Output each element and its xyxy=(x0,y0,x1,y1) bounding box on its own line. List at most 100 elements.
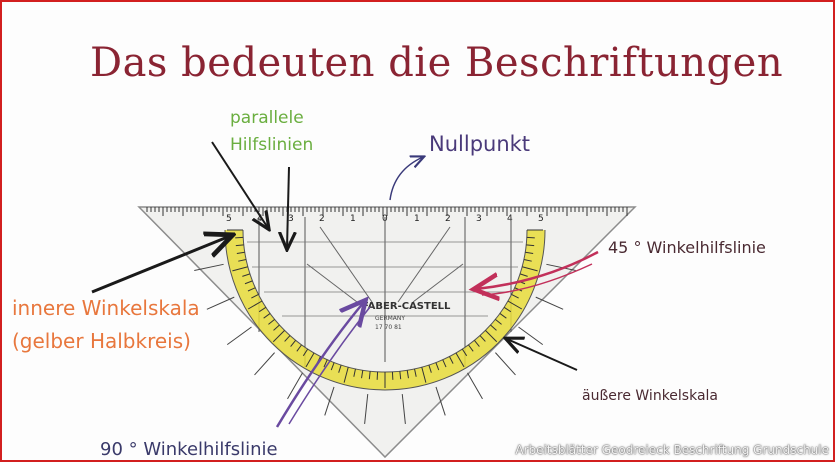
ruler-number: 4 xyxy=(507,214,513,224)
label-aeussere-winkelskala: äußere Winkelskala xyxy=(582,388,719,404)
ruler-number: 2 xyxy=(319,214,325,224)
arrow-parallel-1 xyxy=(211,141,268,228)
label-parallele-line2: Hilfslinien xyxy=(230,135,314,155)
arc-tick xyxy=(473,340,480,347)
arc-tick xyxy=(461,348,468,357)
arrow-innere xyxy=(91,236,230,294)
ruler-number: 5 xyxy=(538,214,544,224)
label-innere-winkelskala: innere Winkelskala (gelber Halbkreis) xyxy=(12,292,200,358)
arc-tick xyxy=(485,330,498,343)
outer-tick xyxy=(546,263,576,272)
label-90-winkelhilfslinie: 90 ° Winkelhilfslinie xyxy=(100,439,278,460)
arc-tick xyxy=(522,266,538,272)
arc-tick xyxy=(523,259,532,262)
arc-tick xyxy=(353,368,356,377)
ruler-number: 3 xyxy=(476,214,482,224)
arrow-90-b xyxy=(288,306,371,425)
arc-tick xyxy=(338,364,342,373)
arrow-aeussere xyxy=(507,339,578,371)
arc-tick xyxy=(268,318,275,325)
label-parallele-line1: parallele xyxy=(230,108,304,128)
arc-tick xyxy=(503,306,512,313)
page-title: Das bedeuten die Beschriftungen xyxy=(90,40,784,86)
arrow-45 xyxy=(476,250,599,289)
geodreieck-body xyxy=(137,206,637,459)
inner-angle-scale-edge-outer xyxy=(224,229,546,391)
arc-tick xyxy=(302,348,309,357)
model-text: 17 70 81 xyxy=(375,324,402,331)
arc-tick xyxy=(406,370,409,379)
arc-tick xyxy=(242,273,251,277)
outer-scale-ticks xyxy=(194,263,576,424)
arc-tick xyxy=(519,273,528,277)
arc-tick xyxy=(490,324,497,331)
arc-tick xyxy=(361,370,364,379)
ruler-number: 2 xyxy=(445,214,451,224)
outer-tick xyxy=(287,372,303,400)
ruler-number: 1 xyxy=(414,214,420,224)
arc-tick xyxy=(272,330,285,343)
arrow-nullpunkt xyxy=(389,157,423,201)
arc-tick xyxy=(449,356,454,364)
outer-tick xyxy=(194,263,224,272)
arc-tick xyxy=(428,364,432,373)
arrow-parallel-2 xyxy=(287,166,289,248)
arc-tick xyxy=(414,368,417,377)
arc-tick xyxy=(263,313,271,319)
arc-tick xyxy=(442,359,447,368)
arrow-45-b xyxy=(481,263,593,296)
label-nullpunkt: Nullpunkt xyxy=(429,132,531,156)
arc-tick xyxy=(526,244,535,247)
arc-tick xyxy=(238,259,247,262)
arc-tick xyxy=(421,367,427,383)
inner-scale-ticks xyxy=(227,229,543,388)
outer-tick xyxy=(467,372,483,400)
arc-tick xyxy=(343,367,349,383)
arc-tick xyxy=(247,300,263,310)
outer-tick xyxy=(495,352,516,376)
inner-angle-scale-edge-inner xyxy=(242,229,528,373)
outer-tick xyxy=(206,296,235,310)
arc-tick xyxy=(273,324,280,331)
ruler-number: 3 xyxy=(288,214,294,224)
arc-tick xyxy=(296,344,302,352)
diagonal-helper-lines xyxy=(306,226,464,303)
arc-tick xyxy=(247,287,256,292)
label-innere-line1: innere Winkelskala xyxy=(12,296,200,320)
image-caption: Arbeitsblätter Geodreieck Beschriftung G… xyxy=(515,443,829,457)
outer-tick xyxy=(518,326,544,346)
outer-tick xyxy=(535,296,564,310)
arc-tick xyxy=(330,362,335,371)
outer-tick xyxy=(324,386,335,416)
arrow-90 xyxy=(275,302,364,428)
label-innere-line2: (gelber Halbkreis) xyxy=(12,329,191,353)
arc-tick xyxy=(399,371,402,380)
arc-tick xyxy=(323,359,328,368)
outer-tick xyxy=(435,386,446,416)
ruler-number: 1 xyxy=(350,214,356,224)
arc-tick xyxy=(290,340,297,347)
arc-tick xyxy=(479,335,486,342)
label-parallele-hilfslinien: parallele Hilfslinien xyxy=(230,105,313,159)
country-text: GERMANY xyxy=(375,315,405,322)
outer-tick xyxy=(254,352,275,376)
arc-tick xyxy=(525,251,534,254)
arc-tick xyxy=(507,300,523,310)
arc-tick xyxy=(258,306,267,313)
outer-tick xyxy=(401,394,406,424)
arc-tick xyxy=(368,371,371,380)
brand-text: FABER-CASTELL xyxy=(362,301,451,312)
arc-tick xyxy=(468,344,474,352)
arc-tick xyxy=(305,352,315,368)
top-scale-ticks xyxy=(146,207,628,216)
arc-tick xyxy=(495,318,502,325)
arc-tick xyxy=(499,313,507,319)
label-45-winkelhilfslinie: 45 ° Winkelhilfslinie xyxy=(608,238,766,257)
outer-tick xyxy=(364,394,369,424)
outer-tick xyxy=(226,326,252,346)
arc-tick xyxy=(284,335,291,342)
ruler-number: 5 xyxy=(226,214,232,224)
arc-tick xyxy=(232,266,248,272)
